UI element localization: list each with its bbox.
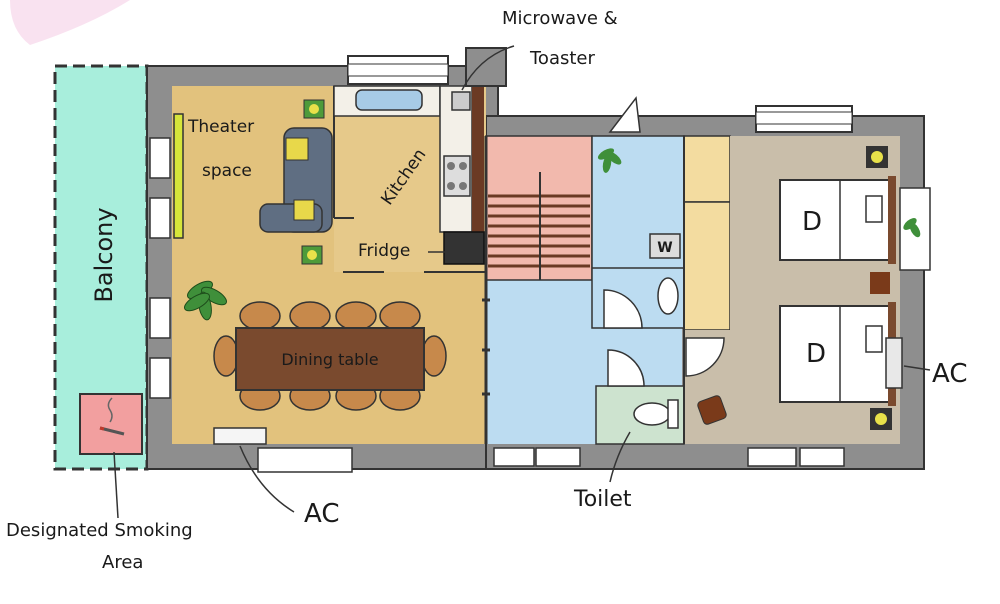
bedroom-door [685, 337, 725, 377]
bed-1-label: D [802, 207, 822, 237]
microwave-label-line2: Toaster [529, 48, 595, 69]
hallway-lower [486, 280, 596, 444]
toilet-icon [633, 399, 679, 429]
armchair-icon [697, 395, 727, 425]
smoking-label-line2: Area [102, 552, 143, 573]
theater-label-line1: Theater [187, 117, 254, 137]
left-wall-windows [149, 137, 171, 399]
washer-label: W [657, 240, 672, 256]
dining-table-label: Dining table [281, 350, 378, 369]
theater-label-line2: space [202, 161, 252, 181]
fridge-label: Fridge [358, 241, 410, 261]
smoking-area [79, 393, 143, 455]
corner-smudge [10, 0, 130, 45]
ac-unit-right [885, 337, 903, 389]
ac-bottom-pointer [239, 445, 295, 513]
microwave-icon [451, 91, 471, 111]
tv-screen [173, 113, 184, 239]
sofa-icon [259, 127, 333, 233]
cigarette-icon [99, 397, 125, 436]
sink [355, 89, 423, 111]
closet-upper [683, 135, 731, 203]
lamp-icons [301, 99, 325, 265]
smoking-area-zone [79, 393, 143, 455]
smoking-label-line1: Designated Smoking [6, 520, 193, 541]
dining-table [235, 327, 425, 391]
toilet-label: Toilet [573, 487, 632, 512]
ac-unit-bottom [213, 427, 267, 445]
stove-icon [443, 155, 471, 197]
wall-bump [465, 47, 507, 87]
balcony-label: Balcony [90, 207, 118, 302]
closet-lower [683, 201, 731, 331]
plant-icon [184, 280, 227, 321]
washer-icon: W [649, 233, 681, 259]
nightstand-lamps [866, 146, 892, 430]
bed-2 [779, 302, 896, 406]
staircase [485, 135, 593, 281]
fridge-icon [443, 231, 485, 265]
hallway-door [608, 96, 641, 133]
smoking-pointer [113, 451, 119, 519]
microwave-pointer [461, 45, 515, 91]
sink-bathroom-icon [657, 277, 679, 315]
toilet-pointer [609, 431, 631, 483]
window-plant-icon [903, 218, 921, 238]
ac-right-pointer [903, 365, 931, 371]
bathroom-door [603, 289, 643, 329]
toilet-door [607, 349, 645, 387]
ac-right-label: AC [932, 359, 967, 389]
microwave-label-line1: Microwave & [502, 8, 618, 29]
kitchen-back-panel [472, 84, 484, 232]
shower-plant-icon [597, 148, 622, 173]
bottom-wall-windows [257, 447, 845, 473]
bed-2-label: D [806, 339, 826, 369]
ac-bottom-label: AC [304, 499, 339, 529]
bed-1 [779, 176, 896, 264]
